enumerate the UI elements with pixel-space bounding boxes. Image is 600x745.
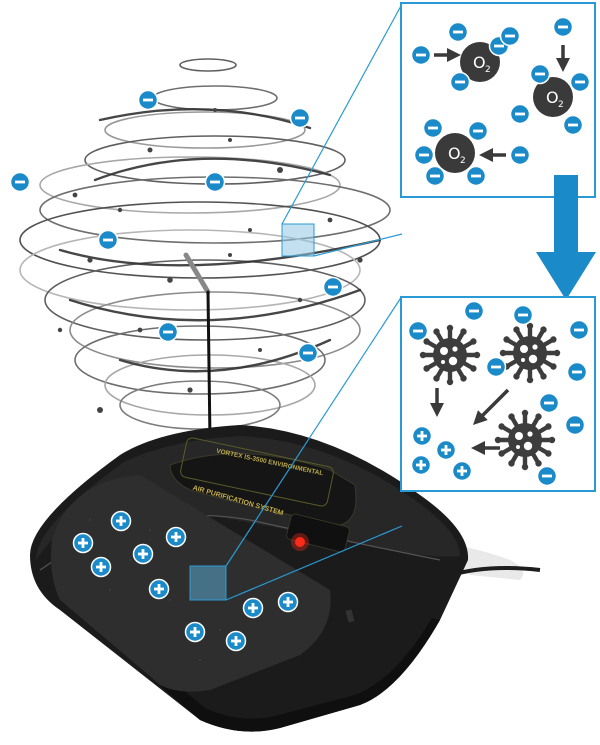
positive-ion-icon (410, 454, 432, 476)
positive-ion-icon (184, 621, 206, 643)
negative-ion-icon (204, 171, 226, 193)
process-flow-arrow (536, 175, 596, 300)
oxygen-molecule-icon: O 2 (435, 133, 475, 173)
negative-ion-icon (536, 465, 558, 487)
svg-text:2: 2 (558, 100, 564, 110)
negative-ion-icon (297, 342, 319, 364)
negative-ion-icon (463, 300, 485, 322)
negative-ion-icon (512, 304, 534, 326)
negative-ion-icon (447, 21, 469, 43)
oxygen-ionization-panel: O 2 O 2 O 2 (400, 2, 596, 198)
negative-ion-icon (564, 414, 586, 436)
zoom-region-air (281, 223, 315, 257)
ion-vortex (19, 58, 391, 442)
positive-ion-icon (165, 526, 187, 548)
positive-ion-icon (110, 510, 132, 532)
negative-ion-icon (569, 71, 591, 93)
positive-ion-icon (132, 543, 154, 565)
negative-ion-icon (509, 144, 531, 166)
negative-ion-icon (485, 356, 507, 378)
arrow-icon (473, 388, 510, 425)
negative-ion-icon (157, 321, 179, 343)
oxygen-molecule-icon: O 2 (533, 77, 573, 117)
negative-ion-icon (449, 71, 471, 93)
positive-ion-icon (242, 597, 264, 619)
positive-ion-icon (277, 591, 299, 613)
negative-ion-icon (9, 171, 31, 193)
negative-ion-icon (289, 107, 311, 129)
zoom-region-surface (189, 565, 227, 601)
negative-ion-icon (562, 114, 584, 136)
oxygen-molecule-icon: O 2 (460, 42, 500, 82)
svg-text:O: O (546, 88, 559, 107)
negative-ion-icon (465, 165, 487, 187)
positive-ion-icon (451, 460, 473, 482)
power-indicator-light (295, 537, 305, 547)
zoom-connector-lines (225, 3, 403, 601)
negative-ion-icon (499, 25, 521, 47)
positive-ion-icon (72, 532, 94, 554)
negative-ion-icon (137, 89, 159, 111)
negative-ion-icon (407, 320, 429, 342)
negative-ion-icon (568, 319, 590, 341)
positive-ion-icon (225, 630, 247, 652)
negative-ion-icon (566, 361, 588, 383)
positive-ion-icon (435, 439, 457, 461)
negative-ion-icon (97, 229, 119, 251)
svg-text:O: O (448, 144, 461, 163)
negative-ion-icon (422, 117, 444, 139)
negative-ion-icon (529, 63, 551, 85)
air-purifier-device: VORTEX IS-3500 ENVIRONMENTAL AIR PURIFIC… (30, 425, 541, 732)
positive-ion-icon (148, 578, 170, 600)
negative-ion-icon (552, 16, 574, 38)
negative-ion-icon (413, 144, 435, 166)
svg-text:O: O (473, 53, 486, 72)
pathogen-neutralization-panel (400, 296, 596, 492)
negative-ion-icon (467, 120, 489, 142)
positive-ion-icon (411, 425, 433, 447)
svg-text:2: 2 (485, 65, 491, 75)
negative-ion-icon (410, 44, 432, 66)
negative-ion-icon (322, 276, 344, 298)
svg-text:2: 2 (460, 156, 466, 166)
negative-ion-icon (424, 165, 446, 187)
negative-ion-icon (538, 392, 560, 414)
positive-ion-icon (90, 556, 112, 578)
negative-ion-icon (509, 103, 531, 125)
